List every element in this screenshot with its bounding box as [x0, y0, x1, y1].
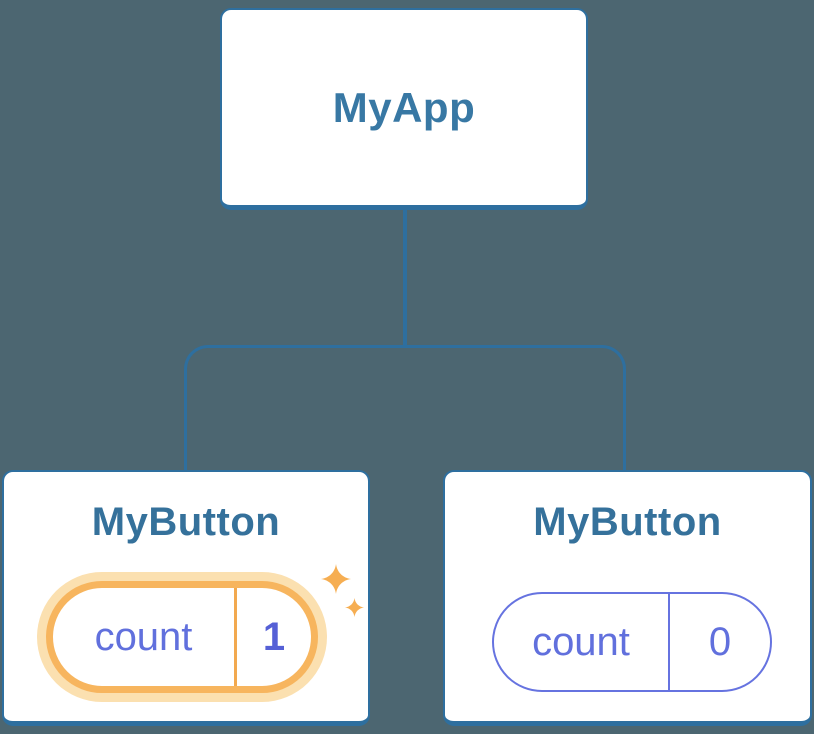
- node-mybutton-left-title: MyButton: [91, 500, 281, 544]
- node-myapp-title: MyApp: [332, 83, 476, 131]
- state-pill-count-0: count 0: [492, 592, 772, 692]
- state-value: 0: [708, 619, 732, 664]
- connector-branch: [184, 345, 626, 472]
- sparkle-icon: [321, 564, 351, 594]
- node-mybutton-right-title: MyButton: [533, 500, 722, 544]
- node-mybutton-left: MyButton count 1: [2, 470, 370, 726]
- state-label: count: [53, 588, 237, 686]
- connector-root-stub: [403, 208, 407, 347]
- state-pill-count-1: count 1: [46, 581, 318, 693]
- node-myapp: MyApp: [220, 8, 588, 210]
- node-mybutton-right: MyButton count 0: [443, 470, 812, 726]
- state-label: count: [494, 594, 670, 690]
- sparkle-icon: [345, 598, 364, 617]
- state-value: 1: [262, 614, 286, 659]
